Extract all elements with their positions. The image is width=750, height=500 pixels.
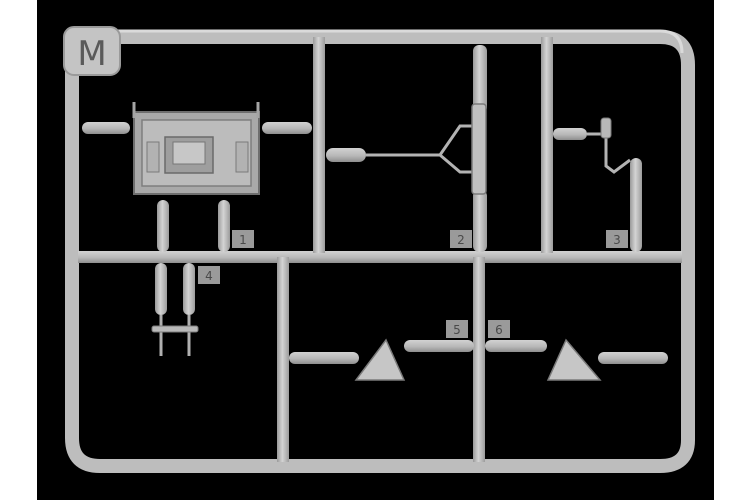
- part-5-wedge: [289, 338, 474, 381]
- part-number-6: 6: [495, 323, 503, 337]
- part-number-4: 4: [205, 269, 213, 283]
- part-4-rods: [151, 263, 199, 356]
- sprue-runners: [78, 37, 682, 462]
- part-number-5: 5: [453, 323, 461, 337]
- part-1-box: [82, 102, 312, 252]
- sprue-letter: M: [77, 34, 106, 74]
- part-number-1: 1: [239, 233, 247, 247]
- part-6-wedge: [485, 338, 668, 381]
- part-2-harness: [326, 103, 487, 195]
- part-number-tags: 1 2 3 4 5 6: [198, 230, 628, 338]
- black-backdrop: [37, 0, 714, 500]
- part-number-3: 3: [613, 233, 621, 247]
- part-3-rod: [553, 117, 642, 252]
- sprue-letter-tab: M: [63, 26, 121, 76]
- part-number-2: 2: [457, 233, 465, 247]
